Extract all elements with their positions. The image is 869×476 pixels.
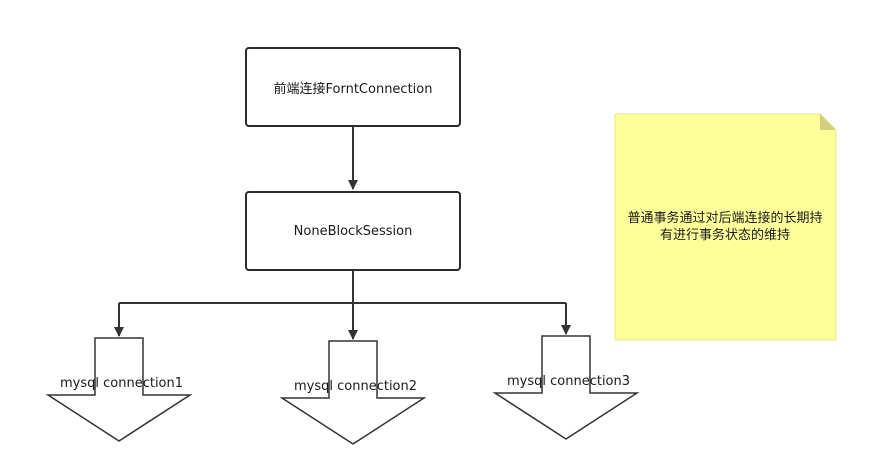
sticky-note-line-2: 有进行事务状态的维持 (659, 228, 790, 243)
connection3-arrow-shape (492, 335, 640, 440)
front-connection-label: 前端连接ForntConnection (273, 81, 433, 97)
connection2-arrow-shape (279, 340, 427, 445)
connection2-label: mysql connection2 (294, 379, 418, 394)
sticky-note (614, 113, 837, 341)
connection1-label: mysql connection1 (60, 376, 184, 391)
none-block-session-node[interactable]: NoneBlockSession (245, 191, 461, 271)
front-connection-node[interactable]: 前端连接ForntConnection (245, 47, 461, 127)
none-block-session-label: NoneBlockSession (293, 223, 413, 239)
connection1-arrow-shape (45, 337, 193, 442)
sticky-note-fold (820, 114, 836, 130)
sticky-note-line-1: 普通事务通过对后端连接的长期持 (627, 211, 823, 226)
sticky-note-text: 普通事务通过对后端连接的长期持 有进行事务状态的维持 (618, 210, 832, 244)
connection3-label: mysql connection3 (507, 374, 631, 389)
